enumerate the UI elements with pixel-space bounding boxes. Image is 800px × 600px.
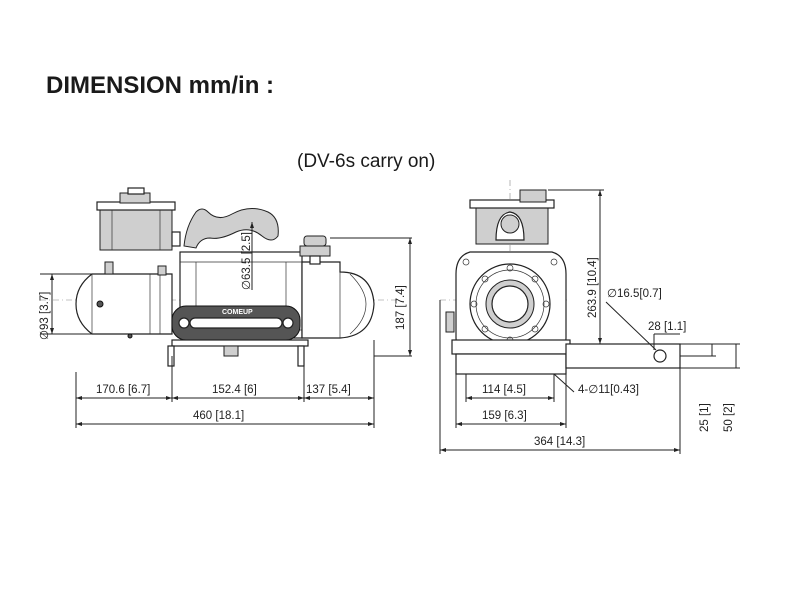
dim-drum-length: 152.4 [6] — [212, 384, 257, 396]
carry-handle — [183, 208, 279, 249]
dim-height: 187 [7.4] — [395, 285, 407, 330]
dim-bar-25: 25 [1] — [699, 403, 711, 432]
dim-mount-width: 159 [6.3] — [482, 410, 527, 422]
dim-bolt-holes: 4-∅11[0.43] — [578, 384, 639, 396]
motor — [75, 261, 173, 339]
gearbox — [299, 235, 375, 339]
end-view: 114 [4.5] 4-∅11[0.43] 159 [6.3] 364 [14.… — [439, 180, 740, 454]
dim-bar-50: 50 [2] — [723, 403, 735, 432]
dim-bolt-spacing: 114 [4.5] — [482, 384, 526, 396]
dim-end-height: 263.9 [10.4] — [587, 257, 599, 318]
model-subtitle: (DV-6s carry on) — [297, 151, 436, 172]
dim-cable-diameter: ∅63.5 [2.5] — [241, 232, 253, 290]
control-box — [96, 187, 181, 251]
brand-label: COMEUP — [222, 309, 253, 316]
dim-drum-diameter: ∅93 [3.7] — [39, 292, 51, 340]
dim-pin-offset: 28 [1.1] — [648, 321, 686, 333]
dim-gearbox-length: 137 [5.4] — [306, 384, 351, 396]
dim-total-width: 364 [14.3] — [534, 436, 585, 448]
dim-total-length: 460 [18.1] — [193, 410, 244, 422]
page-title: DIMENSION mm/in : — [46, 72, 275, 99]
dim-motor-length: 170.6 [6.7] — [96, 384, 150, 396]
fairlead: COMEUP — [171, 305, 301, 341]
dim-pin-diameter: ∅16.5[0.7] — [607, 288, 662, 300]
side-view: COMEUP 170.6 — [39, 187, 412, 428]
